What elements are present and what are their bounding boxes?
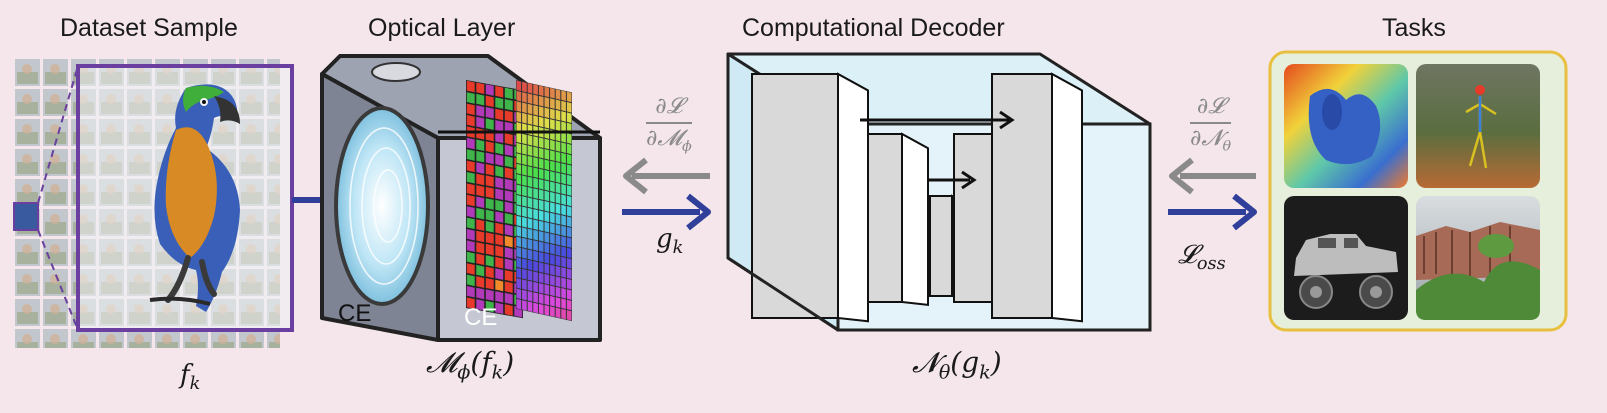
decoder-output-label: 𝓝θ(gk)	[912, 346, 1002, 384]
lens-icon	[334, 106, 430, 306]
optical-layer-heading: Optical Layer	[368, 14, 516, 42]
gradient-decoder-label: ∂𝓛 ∂𝓝θ	[1190, 94, 1232, 155]
landscape-thumbnail	[1416, 196, 1540, 320]
parrot-image	[149, 84, 240, 312]
ce-label-filter: CE	[464, 304, 498, 331]
gradient-optical-label: ∂𝓛 ∂𝓜ϕ	[646, 94, 692, 155]
input-label-fk: fk	[180, 360, 201, 395]
spectral-sensor-icon	[516, 80, 572, 322]
depth-map-thumbnail	[1284, 64, 1408, 188]
dataset-sample-heading: Dataset Sample	[60, 14, 238, 42]
pose-thumbnail	[1416, 64, 1540, 188]
measurement-label-gk: gk	[656, 224, 684, 259]
ce-label-lens: CE	[338, 300, 372, 327]
optical-output-label: 𝓜ϕ(fk)	[426, 346, 515, 384]
computational-decoder-heading: Computational Decoder	[742, 14, 1005, 42]
color-filter-icon	[466, 80, 523, 319]
selected-sample-box	[13, 202, 39, 231]
decoder-layers	[751, 72, 1083, 323]
loss-label: 𝓛oss	[1178, 240, 1226, 275]
tasks-heading: Tasks	[1382, 14, 1446, 42]
truck-thumbnail	[1284, 196, 1408, 320]
zoom-dashed-lines	[37, 65, 79, 331]
